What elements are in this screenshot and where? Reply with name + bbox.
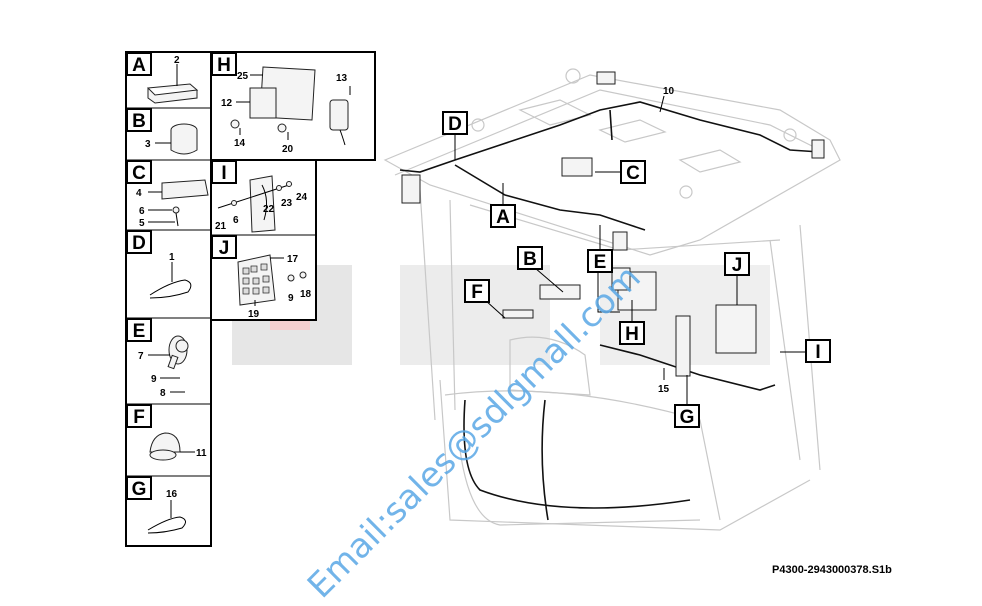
figure-caption: P4300-2943000378.S1b — [772, 564, 892, 576]
svg-text:4: 4 — [136, 188, 142, 199]
callout-H: H — [625, 324, 639, 345]
svg-text:A: A — [132, 55, 146, 76]
svg-text:24: 24 — [296, 192, 308, 203]
svg-text:21: 21 — [215, 221, 227, 232]
number-10: 10 — [663, 86, 675, 97]
svg-text:6: 6 — [233, 215, 239, 226]
svg-text:I: I — [221, 163, 226, 184]
svg-text:23: 23 — [281, 198, 293, 209]
panel-B: B 3 — [126, 108, 198, 155]
callout-J: J — [732, 255, 743, 276]
svg-text:J: J — [219, 238, 230, 259]
svg-text:13: 13 — [336, 73, 348, 84]
svg-text:5: 5 — [139, 218, 145, 229]
svg-text:14: 14 — [234, 138, 246, 149]
panel-E: E 7 9 8 — [126, 318, 189, 399]
number-15: 15 — [658, 384, 670, 395]
panel-J: J 17 9 18 19 — [211, 235, 312, 320]
svg-text:9: 9 — [288, 293, 294, 304]
panel-F: F 11 — [126, 404, 207, 461]
svg-text:6: 6 — [139, 206, 145, 217]
svg-text:20: 20 — [282, 144, 294, 155]
svg-text:7: 7 — [138, 351, 144, 362]
callout-B: B — [523, 249, 537, 270]
svg-text:9: 9 — [151, 374, 157, 385]
panel-G: G 16 — [126, 476, 186, 534]
svg-text:D: D — [132, 233, 146, 254]
svg-text:C: C — [132, 163, 146, 184]
svg-text:18: 18 — [300, 289, 312, 300]
panel-H: H 25 12 13 14 20 — [211, 52, 351, 155]
svg-text:22: 22 — [263, 204, 275, 215]
legend-panels: A 2 B 3 C 4 6 5 D 1 — [125, 51, 376, 547]
panel-D: D 1 — [126, 230, 192, 299]
callout-I: I — [815, 342, 820, 363]
svg-text:11: 11 — [196, 448, 207, 459]
callout-E: E — [594, 252, 607, 273]
callout-C: C — [626, 163, 640, 184]
callout-A: A — [496, 207, 510, 228]
svg-text:H: H — [217, 55, 231, 76]
part-number: 2 — [174, 55, 180, 66]
panel-A: A 2 — [126, 52, 199, 104]
svg-text:16: 16 — [166, 489, 178, 500]
svg-text:8: 8 — [160, 388, 166, 399]
svg-text:3: 3 — [145, 139, 151, 150]
svg-text:B: B — [132, 111, 146, 132]
svg-text:E: E — [133, 321, 146, 342]
callout-G: G — [680, 407, 695, 428]
callout-D-box — [442, 111, 468, 135]
main-callouts: D A C B E F H J I G 10 15 — [442, 86, 831, 428]
panel-I: I 22 23 24 21 6 — [211, 160, 308, 233]
wiring-harness — [399, 71, 825, 521]
svg-text:G: G — [132, 479, 147, 500]
svg-text:25: 25 — [237, 71, 249, 82]
panel-C: C 4 6 5 — [126, 160, 209, 229]
svg-text:1: 1 — [169, 252, 175, 263]
svg-text:F: F — [133, 407, 145, 428]
svg-text:12: 12 — [221, 98, 233, 109]
callout-F: F — [471, 282, 483, 303]
svg-text:19: 19 — [248, 309, 260, 320]
callout-D: D — [448, 114, 462, 135]
svg-text:17: 17 — [287, 254, 299, 265]
